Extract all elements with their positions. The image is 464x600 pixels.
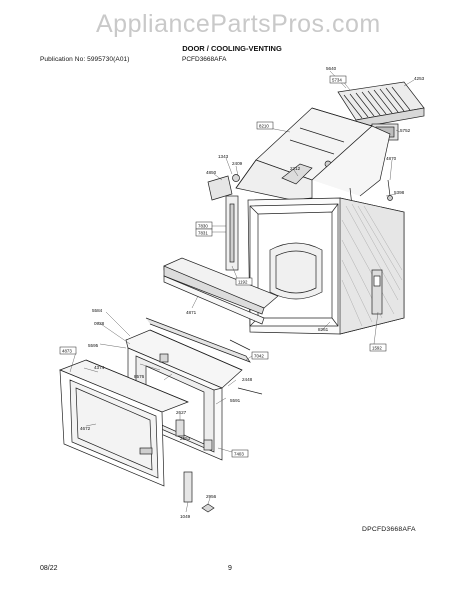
watermark-text: AppliancePartsPros.com	[96, 10, 381, 38]
label-box-4873	[59, 346, 77, 355]
door-hinge-right	[371, 179, 393, 315]
part-label-2627: 2627	[176, 410, 187, 415]
part-label-1592: 1592	[372, 346, 382, 351]
part-label-2553: 2553	[180, 436, 191, 441]
part-label-8576: 8576	[134, 374, 145, 379]
part-label-5734: 5734	[332, 78, 342, 83]
top-cover-panel	[235, 107, 391, 207]
page-title: DOOR / COOLING-VENTING	[182, 44, 282, 53]
part-label-5595: 5595	[88, 343, 99, 348]
publication-number: Publication No: 5995730(A01)	[40, 56, 130, 63]
part-label-4672: 4672	[80, 426, 91, 431]
part-label-2448: 2448	[242, 377, 253, 382]
label-box-1592	[369, 343, 387, 352]
footer-date: 08/22	[40, 565, 58, 572]
part-label-7042: 7042	[254, 354, 264, 359]
part-label-4374: 4374	[94, 365, 105, 370]
door-clips	[175, 419, 215, 513]
part-label-1049: 1049	[180, 514, 191, 519]
part-label-7831: 7831	[198, 231, 208, 236]
part-label-1343: 1343	[218, 154, 229, 159]
part-label-0928: 0928	[94, 321, 105, 326]
part-label-1192: 1192	[238, 280, 248, 285]
part-label-7403: 7403	[234, 452, 244, 457]
part-label-5591: 5591	[230, 398, 241, 403]
part-label-2956: 2956	[206, 494, 217, 499]
diagram-model-code: DPCFD3668AFA	[362, 526, 416, 533]
part-label-2409: 2409	[232, 161, 243, 166]
part-label-4850: 4850	[206, 170, 217, 175]
model-number: PCFD3668AFA	[182, 56, 227, 63]
part-label-4873: 4873	[62, 349, 72, 354]
door-gasket	[145, 317, 263, 395]
outer-door-panel	[59, 359, 189, 487]
part-label-4253: 4253	[414, 76, 425, 81]
part-label-8210: 8210	[259, 124, 269, 129]
vent-grille-assembly	[337, 81, 425, 141]
part-label-5752: 5752	[400, 128, 411, 133]
control-bracket	[207, 174, 240, 271]
label-box-5734	[329, 75, 347, 84]
label-box-1192	[235, 277, 253, 286]
label-box-7042	[251, 351, 269, 360]
part-label-4870: 4870	[386, 156, 397, 161]
part-label-2212: 2212	[290, 166, 301, 171]
footer-page-number: 9	[228, 565, 232, 572]
part-label-7830: 7830	[198, 224, 208, 229]
label-box-7831	[195, 228, 213, 237]
part-label-8261: 8261	[318, 327, 329, 332]
label-box-8210	[256, 121, 274, 130]
part-label-5584: 5584	[92, 308, 103, 313]
part-label-4871: 4871	[186, 310, 197, 315]
part-label-5640: 5640	[326, 66, 337, 71]
part-label-5398: 5398	[394, 190, 405, 195]
label-box-7403	[231, 449, 249, 458]
handle-trim	[163, 257, 279, 325]
